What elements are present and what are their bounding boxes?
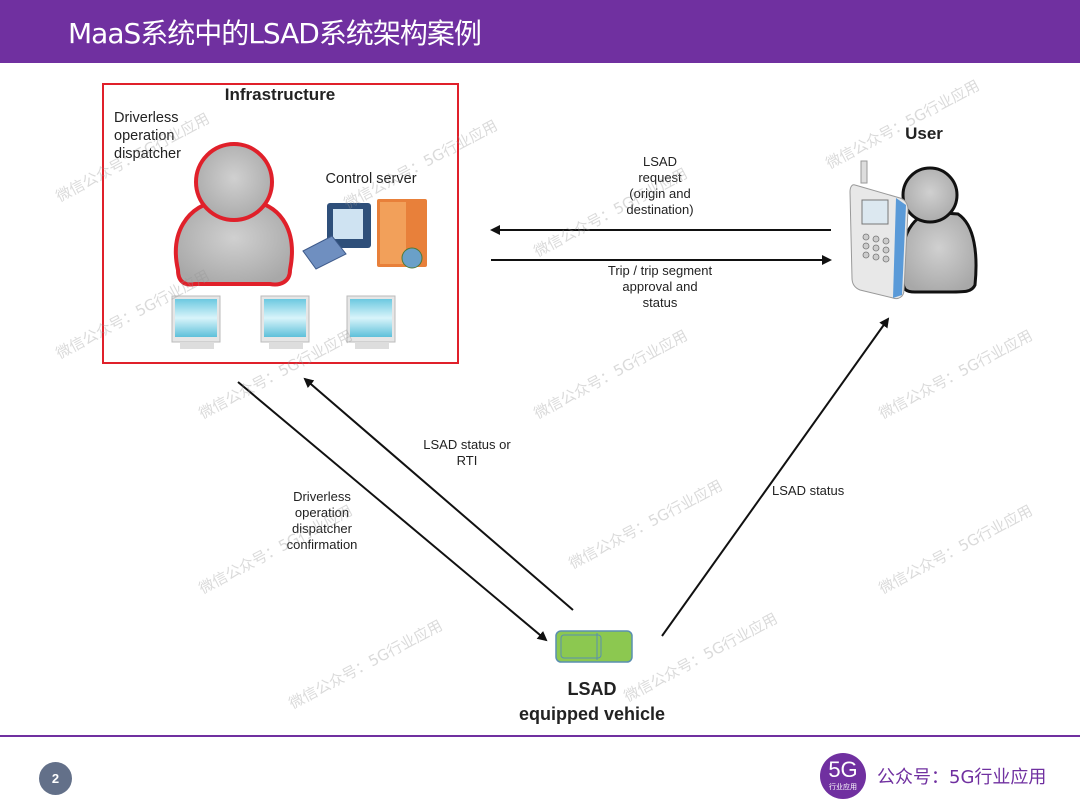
user-label: User bbox=[905, 124, 943, 143]
label-line: destination) bbox=[626, 202, 694, 217]
label-line: LSAD status or bbox=[423, 437, 511, 452]
page-number-badge: 2 bbox=[39, 762, 72, 795]
label-line: LSAD status bbox=[772, 483, 845, 498]
control-server-icon bbox=[302, 199, 427, 270]
control-server-label: Control server bbox=[325, 171, 417, 187]
label-line: dispatcher bbox=[292, 521, 352, 536]
label-line: operation bbox=[294, 505, 350, 520]
dispatcher-confirmation-label: Driverless operation dispatcher confirma… bbox=[272, 489, 372, 553]
dispatcher-label-line: operation bbox=[114, 128, 175, 144]
footer-divider bbox=[0, 735, 1080, 737]
monitor-icon bbox=[260, 295, 310, 349]
vehicle-label-line: LSAD bbox=[567, 679, 617, 699]
dispatcher-label-line: dispatcher bbox=[114, 146, 181, 162]
brand-logo-small: 行业应用 bbox=[829, 784, 857, 791]
diagram-canvas bbox=[102, 83, 978, 663]
lsad-request-label: LSAD request (origin and destination) bbox=[600, 154, 720, 218]
mobile-phone-icon bbox=[849, 160, 909, 300]
label-line: confirmation bbox=[286, 537, 358, 552]
trip-approval-label: Trip / trip segment approval and status bbox=[590, 263, 730, 311]
lsad-status-label: LSAD status bbox=[772, 483, 852, 499]
infrastructure-title: Infrastructure bbox=[224, 85, 336, 104]
arrow-lsad-status bbox=[661, 317, 890, 637]
dispatcher-label-line: Driverless bbox=[114, 110, 179, 126]
arrow-lsad-status-rti bbox=[303, 377, 574, 611]
label-line: LSAD bbox=[643, 154, 677, 169]
label-line: (origin and bbox=[629, 186, 691, 201]
label-line: approval and bbox=[622, 279, 698, 294]
page-title: MaaS系统中的LSAD系统架构案例 bbox=[68, 17, 482, 50]
label-line: Trip / trip segment bbox=[607, 263, 713, 278]
label-line: RTI bbox=[456, 453, 478, 468]
brand-logo: 5G 行业应用 bbox=[820, 753, 866, 799]
title-bar: MaaS系统中的LSAD系统架构案例 bbox=[0, 0, 1080, 63]
brand-logo-big: 5G bbox=[828, 757, 858, 782]
vehicle-label: LSAD equipped vehicle bbox=[492, 677, 692, 727]
vehicle-label-line: equipped vehicle bbox=[518, 704, 666, 724]
architecture-diagram bbox=[0, 63, 1080, 735]
label-line: Driverless bbox=[293, 489, 351, 504]
lsad-status-rti-label: LSAD status or RTI bbox=[412, 437, 522, 469]
label-line: request bbox=[638, 170, 682, 185]
dispatcher-label: Driverless operation dispatcher bbox=[114, 109, 181, 163]
label-line: status bbox=[642, 295, 678, 310]
user-person-icon bbox=[899, 166, 978, 294]
monitor-icon bbox=[346, 295, 396, 349]
dispatcher-person-icon bbox=[173, 142, 294, 287]
arrow-dispatcher-confirmation bbox=[237, 381, 548, 642]
monitor-icon bbox=[171, 295, 221, 349]
brand-text: 公众号：5G行业应用 bbox=[877, 767, 1047, 788]
vehicle-icon bbox=[555, 630, 633, 663]
